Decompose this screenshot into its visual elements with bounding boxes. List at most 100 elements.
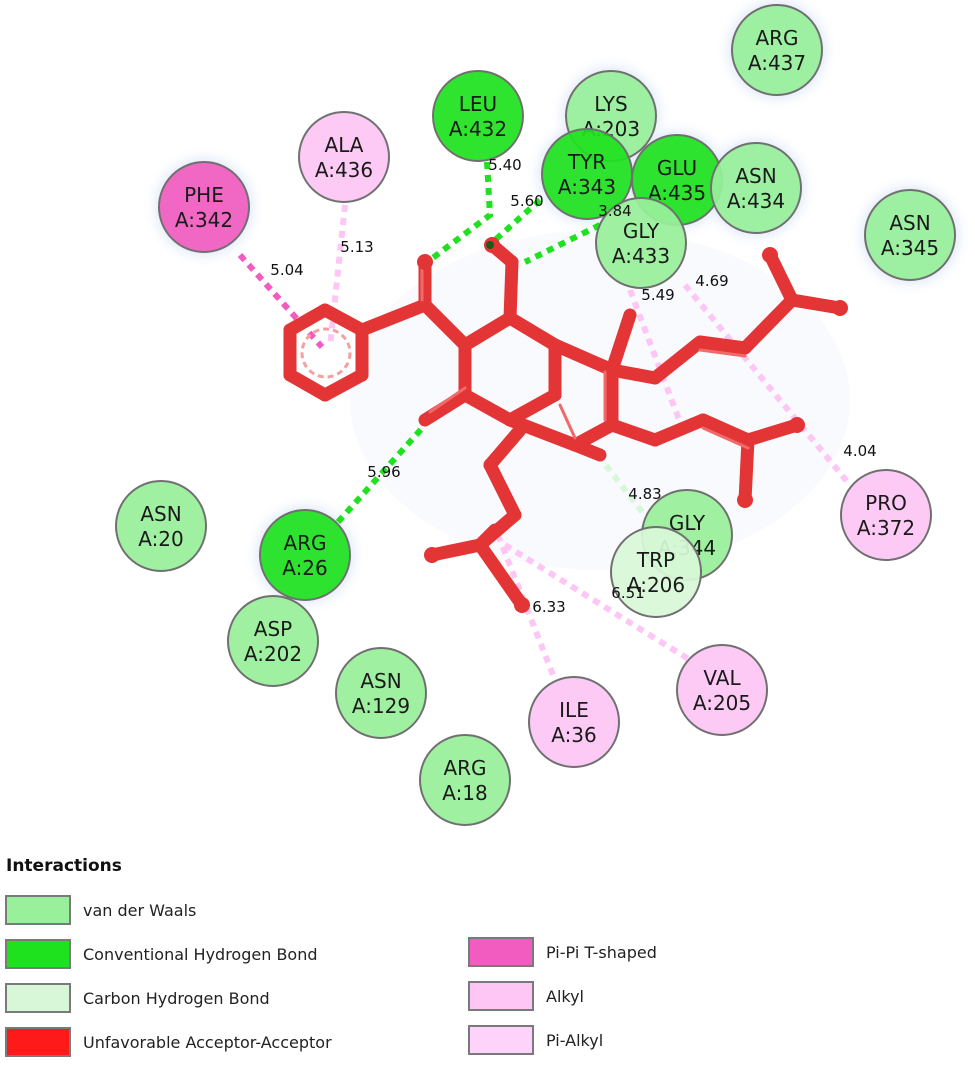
residue-name: ALA xyxy=(325,133,364,157)
residue-number: A:129 xyxy=(352,694,410,718)
residue-circle xyxy=(335,647,427,739)
ligand-bond xyxy=(458,311,517,352)
ligand-bond xyxy=(503,311,562,352)
residues: ARGA:437LYSA:203LEUA:432ALAA:436PHEA:342… xyxy=(115,4,956,826)
ligand-bond xyxy=(605,363,662,385)
legend-item-conventional-hbond: Conventional Hydrogen Bond xyxy=(5,939,318,969)
residue-name: TRP xyxy=(636,548,675,572)
ligand-bond xyxy=(418,298,472,352)
residue-circle xyxy=(528,676,620,768)
ligand-atom-hbond xyxy=(486,241,494,249)
distance-label: 4.83 xyxy=(628,485,661,503)
ligand-bond xyxy=(473,538,529,612)
residue-circle xyxy=(840,469,932,561)
legend-label: Alkyl xyxy=(546,986,584,1006)
legend-swatch xyxy=(5,895,71,925)
residue-number: A:18 xyxy=(442,781,488,805)
ligand-atom xyxy=(762,247,778,263)
residue-circle xyxy=(610,526,702,618)
interaction-lines xyxy=(237,161,853,682)
distance-label: 3.84 xyxy=(598,202,631,220)
residue-circle xyxy=(595,197,687,289)
residue-number: A:345 xyxy=(881,236,939,260)
distance-label: 5.13 xyxy=(340,238,373,256)
ligand-atom xyxy=(417,254,433,270)
ligand-atom xyxy=(737,492,753,508)
legend-item-unfavorable: Unfavorable Acceptor-Acceptor xyxy=(5,1027,332,1057)
residue-number: A:433 xyxy=(612,244,670,268)
residue-number: A:436 xyxy=(315,158,373,182)
legend-swatch xyxy=(5,1027,71,1057)
residue-circle xyxy=(731,4,823,96)
legend-swatch xyxy=(5,939,71,969)
residue-name: ARG xyxy=(443,756,486,780)
residue-circle xyxy=(227,595,319,687)
ligand-bond xyxy=(741,418,804,447)
distance-label: 4.04 xyxy=(843,442,876,460)
residue-name: ARG xyxy=(755,26,798,50)
residue-circle xyxy=(259,509,351,601)
legend-swatch xyxy=(468,981,534,1011)
residue-number: A:437 xyxy=(748,51,806,75)
ligand-bond xyxy=(283,368,332,402)
residue-circle xyxy=(864,189,956,281)
residue-name: GLU xyxy=(657,156,697,180)
residue-name: ASN xyxy=(140,502,181,526)
ligand-bond xyxy=(318,303,369,337)
ligand-bond xyxy=(605,308,637,377)
distance-label: 5.04 xyxy=(270,261,303,279)
residue-number: A:434 xyxy=(727,189,785,213)
residue-name: ASP xyxy=(254,617,292,641)
residue-name: ARG xyxy=(283,531,326,555)
residue-name: TYR xyxy=(567,150,606,174)
ligand-bond xyxy=(503,388,562,427)
ligand-halo xyxy=(350,230,850,570)
distance-label: 5.96 xyxy=(367,463,400,481)
legend-label: Pi-Pi T-shaped xyxy=(546,942,657,962)
ligand-bond xyxy=(696,413,755,447)
ligand-double-bond-highlight xyxy=(701,426,750,450)
legend-label: van der Waals xyxy=(83,900,197,920)
legend-swatch xyxy=(468,1025,534,1055)
ligand-bond xyxy=(738,433,755,507)
ligand-bond xyxy=(763,248,799,307)
ligand-atom xyxy=(789,417,805,433)
distance-label: 4.69 xyxy=(695,272,728,290)
ligand-bond xyxy=(473,523,502,552)
ligand-structure xyxy=(283,237,848,613)
ligand-bond xyxy=(648,335,707,385)
ligand-bond xyxy=(605,418,662,447)
residue-number: A:372 xyxy=(857,516,915,540)
residue-number: A:206 xyxy=(627,573,685,597)
legend-label: Pi-Alkyl xyxy=(546,1030,604,1050)
distance-label: 5.40 xyxy=(488,156,521,174)
ligand-bond xyxy=(318,368,369,402)
residue-circle xyxy=(676,644,768,736)
legend-item-pi-pi-tshaped: Pi-Pi T-shaped xyxy=(468,937,657,967)
residue-circle xyxy=(419,734,511,826)
conventional-hbond-interaction-line xyxy=(428,161,494,263)
residue-name: ASN xyxy=(889,211,930,235)
ligand-bond xyxy=(483,458,522,522)
ligand-bond xyxy=(483,423,527,472)
alkyl-interaction-line xyxy=(327,204,348,348)
residue-name: VAL xyxy=(703,666,741,690)
residue-number: A:205 xyxy=(693,691,751,715)
residue-name: ASN xyxy=(735,164,776,188)
legend-title: Interactions xyxy=(6,856,122,876)
ligand-bond xyxy=(418,388,472,427)
legend-label: Carbon Hydrogen Bond xyxy=(83,988,270,1008)
